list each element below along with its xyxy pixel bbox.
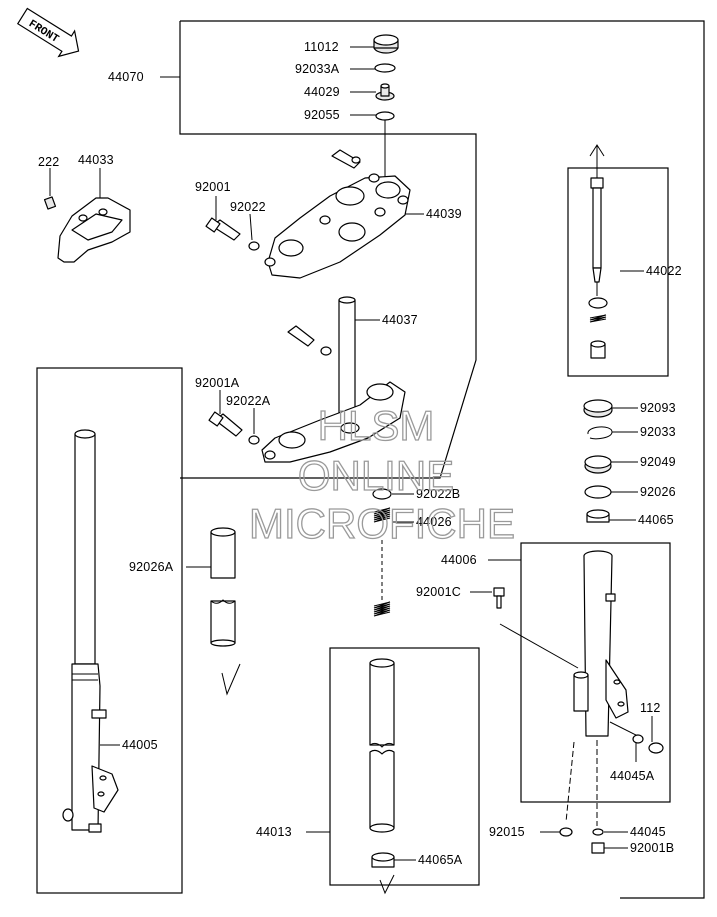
label-44065A: 44065A xyxy=(418,853,463,867)
label-92001A: 92001A xyxy=(195,376,240,390)
label-44065: 44065 xyxy=(638,513,674,527)
upper-bracket-44039 xyxy=(264,175,411,279)
screw-222 xyxy=(43,196,57,210)
o-ring-92055 xyxy=(375,111,395,121)
label-44039: 44039 xyxy=(426,207,462,221)
label-92001B: 92001B xyxy=(630,841,674,855)
bush-44065A xyxy=(371,852,395,868)
label-92026A: 92026A xyxy=(129,560,174,574)
washer-92022B xyxy=(372,488,392,500)
label-44033: 44033 xyxy=(78,153,114,167)
bolt-44045A xyxy=(632,734,644,744)
bolt-92001C xyxy=(493,587,505,609)
label-44026: 44026 xyxy=(416,515,452,529)
washer-92026 xyxy=(584,485,612,499)
washer-92022 xyxy=(248,241,260,251)
watermark-line-1: HLSM xyxy=(318,402,435,449)
part-labels: 11012 92033A 44029 92055 44070 222 44033… xyxy=(38,40,682,867)
front-arrow-icon: FRONT xyxy=(16,7,80,58)
label-92055: 92055 xyxy=(304,108,340,122)
bush-44065 xyxy=(586,509,610,523)
bolt-stem xyxy=(287,325,332,356)
label-92033A: 92033A xyxy=(295,62,340,76)
left-fork-box xyxy=(36,367,183,894)
spacer-92026A xyxy=(210,527,241,696)
label-112: 112 xyxy=(640,701,661,715)
steering-stem-44037 xyxy=(261,296,406,463)
watermark: HLSM ONLINE MICROFICHE xyxy=(248,401,515,547)
bolt-44029 xyxy=(375,83,395,101)
label-92022A: 92022A xyxy=(226,394,271,408)
plug-112 xyxy=(648,742,664,754)
bolt-upper xyxy=(331,149,361,169)
label-92049: 92049 xyxy=(640,455,676,469)
cap-11012 xyxy=(373,34,399,54)
label-44045: 44045 xyxy=(630,825,666,839)
label-44070: 44070 xyxy=(108,70,144,84)
label-44013: 44013 xyxy=(256,825,292,839)
spring-44026 xyxy=(373,507,391,617)
steering-stem-box xyxy=(180,20,705,899)
label-92033: 92033 xyxy=(640,425,676,439)
label-92001C: 92001C xyxy=(416,585,461,599)
label-44006: 44006 xyxy=(441,553,477,567)
outer-tube-44006 xyxy=(573,550,629,737)
label-92093: 92093 xyxy=(640,401,676,415)
clip-92033 xyxy=(587,426,613,440)
label-44037: 44037 xyxy=(382,313,418,327)
damper-rod-box xyxy=(567,167,669,377)
label-44045A: 44045A xyxy=(610,769,655,783)
right-fork-box xyxy=(520,542,671,803)
inner-tube-box xyxy=(329,647,480,886)
bolt-92001A xyxy=(208,411,243,437)
label-44005: 44005 xyxy=(122,738,158,752)
label-92022B: 92022B xyxy=(416,487,460,501)
watermark-line-2: ONLINE xyxy=(298,452,454,499)
holder-44033 xyxy=(57,197,131,263)
inner-tube-44013 xyxy=(369,658,395,833)
seal-92093 xyxy=(583,399,613,418)
label-92001: 92001 xyxy=(195,180,231,194)
label-92022: 92022 xyxy=(230,200,266,214)
washer-44045 xyxy=(592,828,604,836)
label-222: 222 xyxy=(38,155,59,169)
damper-rod-44022 xyxy=(588,144,608,359)
fork-44005 xyxy=(62,429,119,833)
bolt-92001 xyxy=(205,217,241,241)
label-92026: 92026 xyxy=(640,485,676,499)
label-44022: 44022 xyxy=(646,264,682,278)
label-92015: 92015 xyxy=(489,825,525,839)
label-44029: 44029 xyxy=(304,85,340,99)
steering-stem-box-inner xyxy=(179,21,477,479)
label-11012: 11012 xyxy=(304,40,339,54)
washer-92022A xyxy=(248,435,260,445)
o-ring-92033A xyxy=(374,63,396,73)
watermark-line-3: MICROFICHE xyxy=(249,500,515,547)
washer-92015 xyxy=(559,827,573,837)
seal-92049 xyxy=(584,455,612,474)
bolt-92001B xyxy=(591,842,605,854)
